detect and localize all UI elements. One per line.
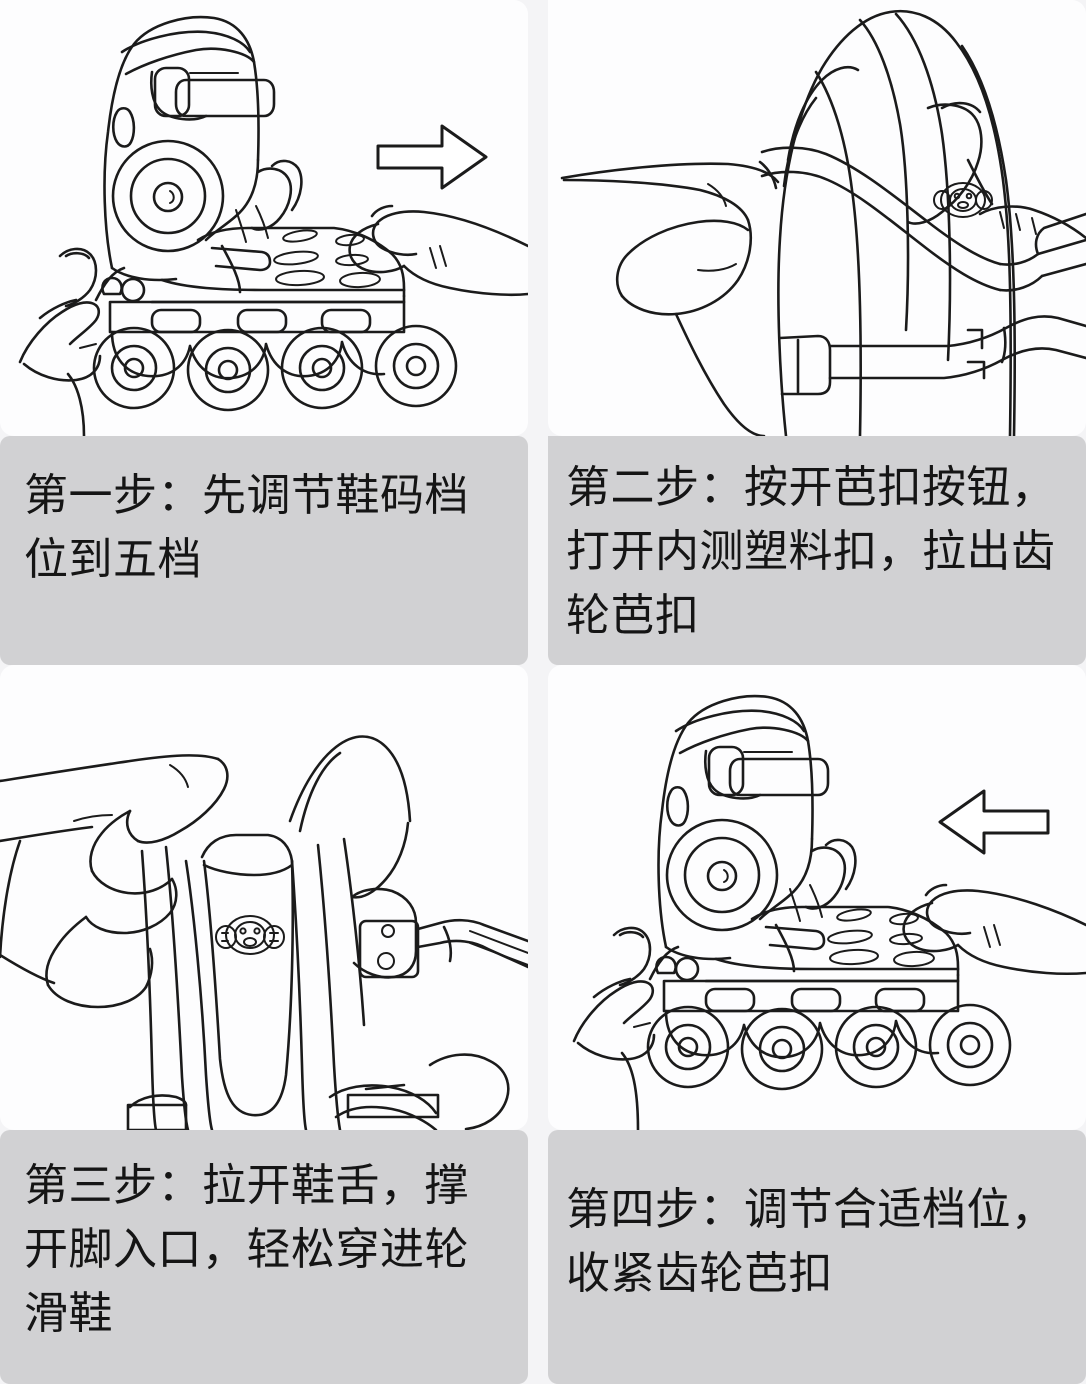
hand-pulling [0,754,229,1009]
skate-boot-shell [103,15,260,282]
boot-buckle-top [149,66,276,121]
ratchet-strap-upper [760,146,1086,292]
skate-frame-and-wheels-4 [646,955,1012,1091]
boot-side-vent [111,106,136,148]
boot-tongue-center [200,833,295,1117]
boot-instep-strap-4 [804,838,857,910]
skate-side-view-svg [18,15,528,436]
direction-arrow-right [376,124,488,190]
step-3-caption: 第三步：拉开鞋舌，撑开脚入口，轻松穿进轮滑鞋 [0,1130,528,1384]
right-hand-4 [902,883,1086,976]
boot-ratchet-dial-4 [665,818,779,932]
boot-lower-shell-4 [704,905,960,983]
step-panel-1: 第一步：先调节鞋码档位到五档 [0,0,528,665]
step-panel-4: 第四步：调节合适档位，收紧齿轮芭扣 [548,665,1086,1384]
skate-side-view-mirrored-svg [572,694,1086,1130]
monkey-logo-3 [215,915,285,955]
boot-lower-shell [150,226,406,304]
step-1-caption: 第一步：先调节鞋码档位到五档 [0,436,528,665]
monkey-logo [933,182,993,218]
boot-ratchet-dial [111,139,225,253]
left-hand-4 [572,926,680,1130]
boot-right-cuff [288,735,412,1130]
boot-sole-block [126,1094,188,1130]
step-3-illustration [0,665,528,1130]
released-buckle-mechanism [350,887,528,979]
direction-arrow-left [938,789,1050,855]
boot-side-vent-4 [665,785,690,827]
hand-pressing-button [560,160,780,436]
step-2-illustration [548,0,1086,436]
left-hand [18,247,126,436]
step-panel-2: 第二步：按开芭扣按钮，打开内测塑料扣，拉出齿轮芭扣 [548,0,1086,665]
boot-tongue-panel [906,101,994,225]
step-4-caption: 第四步：调节合适档位，收紧齿轮芭扣 [548,1130,1086,1384]
step-4-illustration [548,665,1086,1130]
boot-cuff-outer [777,9,1017,436]
boot-buckle-top-4 [703,745,830,800]
hand-pulling-tongue-svg [0,735,528,1130]
skate-frame-and-wheels [92,276,458,412]
boot-lace-vents-4 [764,884,935,968]
strap-lower-loose [328,1053,510,1130]
plastic-clip-lower [778,315,1086,396]
step-panel-3: 第三步：拉开鞋舌，撑开脚入口，轻松穿进轮滑鞋 [0,665,528,1384]
boot-inner-cuff [782,66,860,188]
boot-front-buckle-svg [560,9,1086,436]
ratchet-teeth-bar [978,205,1086,240]
step-2-caption: 第二步：按开芭扣按钮，打开内测塑料扣，拉出齿轮芭扣 [548,436,1086,665]
skate-boot-shell-4 [657,694,814,961]
step-1-illustration [0,0,528,436]
right-hand [348,204,528,297]
boot-instep-strap [250,159,303,231]
